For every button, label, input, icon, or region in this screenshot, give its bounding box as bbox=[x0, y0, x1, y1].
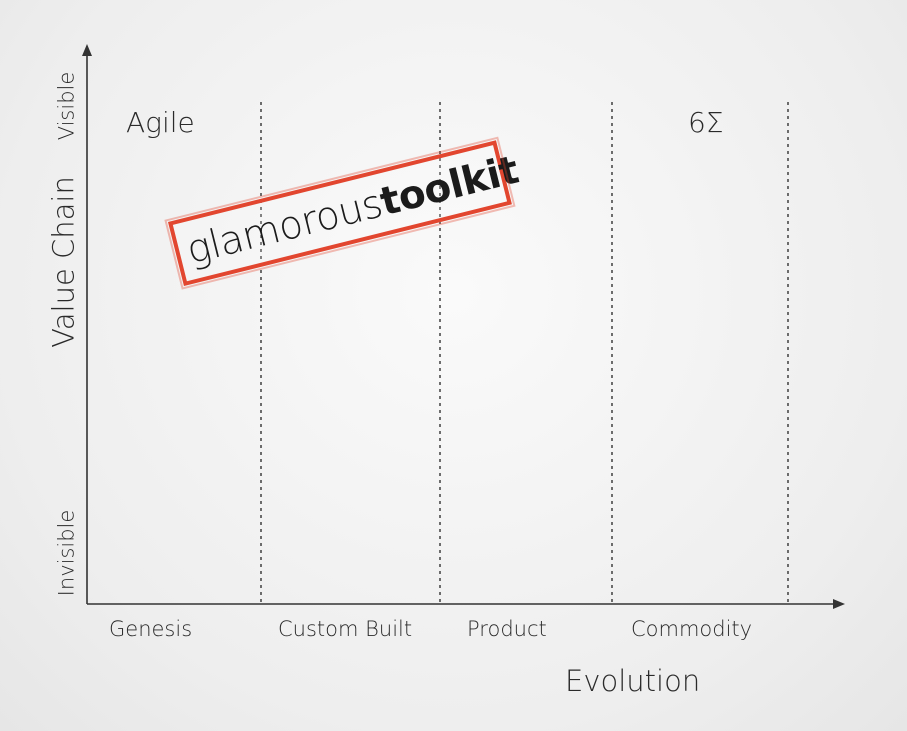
x-axis-title: Evolution bbox=[565, 664, 701, 698]
y-axis-title: Value Chain bbox=[46, 176, 81, 348]
stage-label-genesis: Genesis bbox=[109, 617, 193, 641]
stage-label-commodity: Commodity bbox=[631, 617, 753, 641]
x-axis-arrowhead bbox=[833, 599, 845, 609]
y-tick-invisible: Invisible bbox=[54, 509, 79, 597]
annotation-six-sigma: 6Σ bbox=[688, 106, 724, 139]
y-tick-visible: Visible bbox=[54, 71, 79, 141]
annotation-agile: Agile bbox=[126, 106, 195, 139]
stage-label-product: Product bbox=[467, 617, 547, 641]
y-axis-arrowhead bbox=[82, 44, 92, 56]
stage-label-custom-built: Custom Built bbox=[278, 617, 413, 641]
